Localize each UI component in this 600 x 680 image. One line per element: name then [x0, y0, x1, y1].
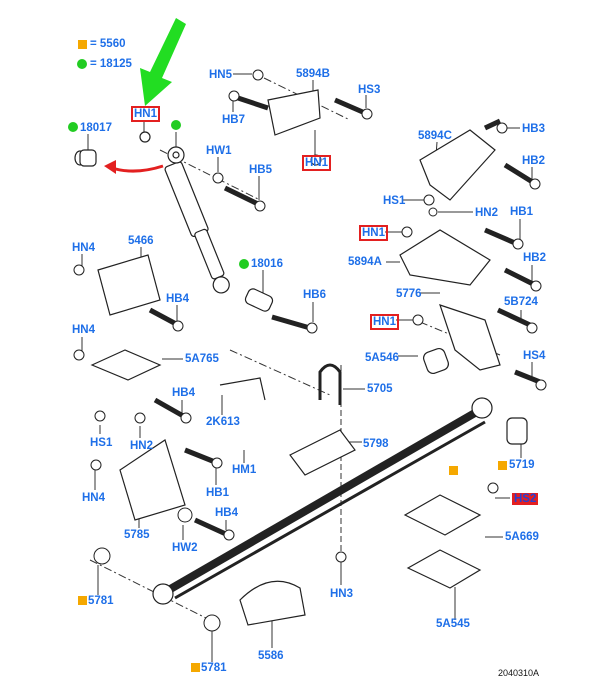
part-label-2k613[interactable]: 2K613 — [206, 416, 240, 428]
part-label-hs3[interactable]: HS3 — [358, 84, 381, 96]
orange-square-icon — [498, 461, 507, 470]
red-arrow-icon — [104, 160, 164, 174]
green-arrow-icon — [140, 18, 186, 106]
part-label-5781[interactable]: 5781 — [88, 595, 114, 607]
part-label-5a669[interactable]: 5A669 — [505, 531, 539, 543]
part-label-hs1[interactable]: HS1 — [90, 437, 113, 449]
part-label-hw1[interactable]: HW1 — [206, 145, 232, 157]
part-label-hn4[interactable]: HN4 — [82, 492, 106, 504]
legend-square-label: = 5560 — [90, 38, 126, 50]
part-label-hb6[interactable]: HB6 — [303, 289, 327, 301]
part-label-5785[interactable]: 5785 — [124, 529, 150, 541]
part-label-hb4[interactable]: HB4 — [172, 387, 196, 399]
part-label-18017[interactable]: 18017 — [80, 122, 112, 134]
part-label-hb4[interactable]: HB4 — [215, 507, 239, 519]
part-label-hb2[interactable]: HB2 — [522, 155, 546, 167]
part-label-hs1[interactable]: HS1 — [383, 195, 406, 207]
part-label-5a545[interactable]: 5A545 — [436, 618, 470, 630]
green-dot-icon — [68, 122, 78, 132]
part-label-5894a[interactable]: 5894A — [348, 256, 382, 268]
part-label-hn1[interactable]: HN1 — [358, 225, 389, 241]
part-label-hn1[interactable]: HN1 — [369, 314, 400, 330]
part-label-5a765[interactable]: 5A765 — [185, 353, 219, 365]
diagram-code: 2040310A — [498, 668, 540, 678]
part-label-hn1[interactable]: HN1 — [301, 155, 332, 171]
part-label-hn5[interactable]: HN5 — [209, 69, 233, 81]
part-label-hn4[interactable]: HN4 — [72, 242, 96, 254]
part-label-5776[interactable]: 5776 — [396, 288, 422, 300]
part-label-hm1[interactable]: HM1 — [232, 464, 257, 476]
part-label-5781[interactable]: 5781 — [201, 662, 227, 674]
part-label-hb1[interactable]: HB1 — [510, 206, 534, 218]
part-label-hb7[interactable]: HB7 — [222, 114, 246, 126]
part-label-hb3[interactable]: HB3 — [522, 123, 546, 135]
part-label-hn2[interactable]: HN2 — [130, 440, 154, 452]
bracket-5785 — [119, 439, 186, 521]
part-label-hb5[interactable]: HB5 — [249, 164, 273, 176]
green-dot-icon — [171, 120, 181, 130]
part-label-hn2[interactable]: HN2 — [475, 207, 499, 219]
legend-circle-label: = 18125 — [90, 58, 132, 70]
part-label-hs4[interactable]: HS4 — [523, 350, 546, 362]
part-label-5a546[interactable]: 5A546 — [365, 352, 399, 364]
part-label-hs2[interactable]: HS2 — [512, 493, 539, 505]
green-dot-icon — [239, 259, 249, 269]
legend-circle-icon — [77, 59, 87, 69]
orange-square-icon — [78, 596, 87, 605]
bracket-5a765 — [90, 349, 162, 381]
part-label-5894b[interactable]: 5894B — [296, 68, 330, 80]
part-label-hw2[interactable]: HW2 — [172, 542, 198, 554]
part-label-5798[interactable]: 5798 — [363, 438, 389, 450]
part-label-5894c[interactable]: 5894C — [418, 130, 452, 142]
part-label-hn4[interactable]: HN4 — [72, 324, 96, 336]
part-label-5b724[interactable]: 5B724 — [504, 296, 538, 308]
part-label-hn3[interactable]: HN3 — [330, 588, 354, 600]
part-label-hb2[interactable]: HB2 — [523, 252, 547, 264]
part-label-5719[interactable]: 5719 — [509, 459, 535, 471]
orange-square-icon — [191, 663, 200, 672]
part-label-hb1[interactable]: HB1 — [206, 487, 230, 499]
part-label-5705[interactable]: 5705 — [367, 383, 393, 395]
shock-absorber — [164, 161, 230, 294]
bracket-5466 — [97, 254, 161, 316]
part-label-5586[interactable]: 5586 — [258, 650, 284, 662]
legend-square-icon — [78, 40, 87, 49]
part-label-5466[interactable]: 5466 — [128, 235, 154, 247]
part-label-hb4[interactable]: HB4 — [166, 293, 190, 305]
part-label-hn1[interactable]: HN1 — [130, 106, 161, 122]
part-label-18016[interactable]: 18016 — [251, 258, 283, 270]
orange-square-icon — [449, 466, 458, 475]
